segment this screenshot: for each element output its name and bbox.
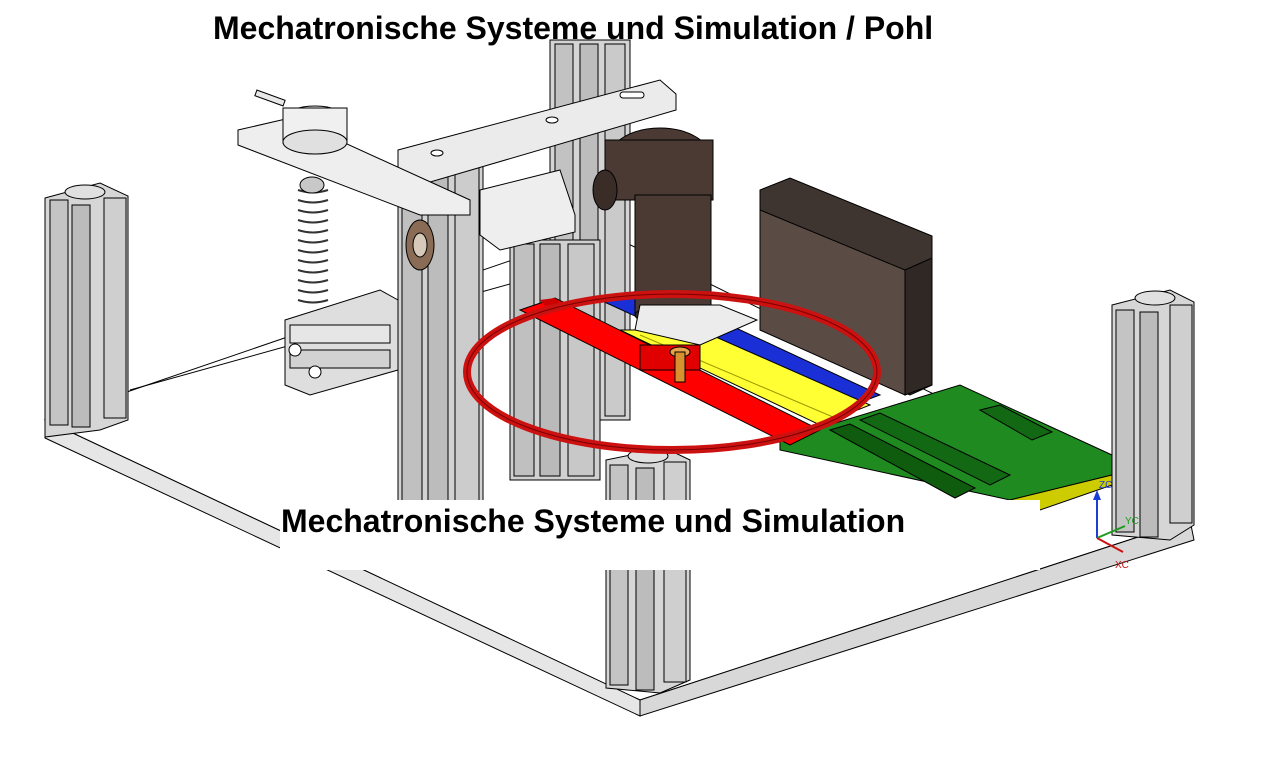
circuit-board xyxy=(779,384,1113,511)
z-axis-arrowhead xyxy=(1093,490,1101,500)
title-background xyxy=(280,500,1040,570)
page-title: Mechatronische Systeme und Simulation / … xyxy=(213,10,934,46)
motor xyxy=(592,127,759,346)
spring xyxy=(297,176,329,304)
y-axis-arrow xyxy=(1096,525,1126,539)
y-axis-label: YC xyxy=(1125,516,1139,527)
roller-left xyxy=(405,219,435,271)
x-axis-label: XC xyxy=(1115,560,1129,571)
z-axis-label: ZC xyxy=(1099,480,1112,491)
extrusion-post-left xyxy=(44,182,129,438)
extrusion-post-front xyxy=(605,447,691,694)
carriage-plate xyxy=(479,169,576,251)
coordinate-triad-icon: ZC YC XC xyxy=(1093,480,1139,571)
x-axis-arrow xyxy=(1096,537,1124,553)
portal-upright xyxy=(397,159,484,506)
red-ring xyxy=(463,290,881,454)
sensor-arm xyxy=(237,89,471,216)
extrusion-post-right xyxy=(1111,289,1195,541)
subtitle: Mechatronische Systeme und Simulation xyxy=(281,503,906,539)
pneumatic-cylinder xyxy=(284,289,399,396)
